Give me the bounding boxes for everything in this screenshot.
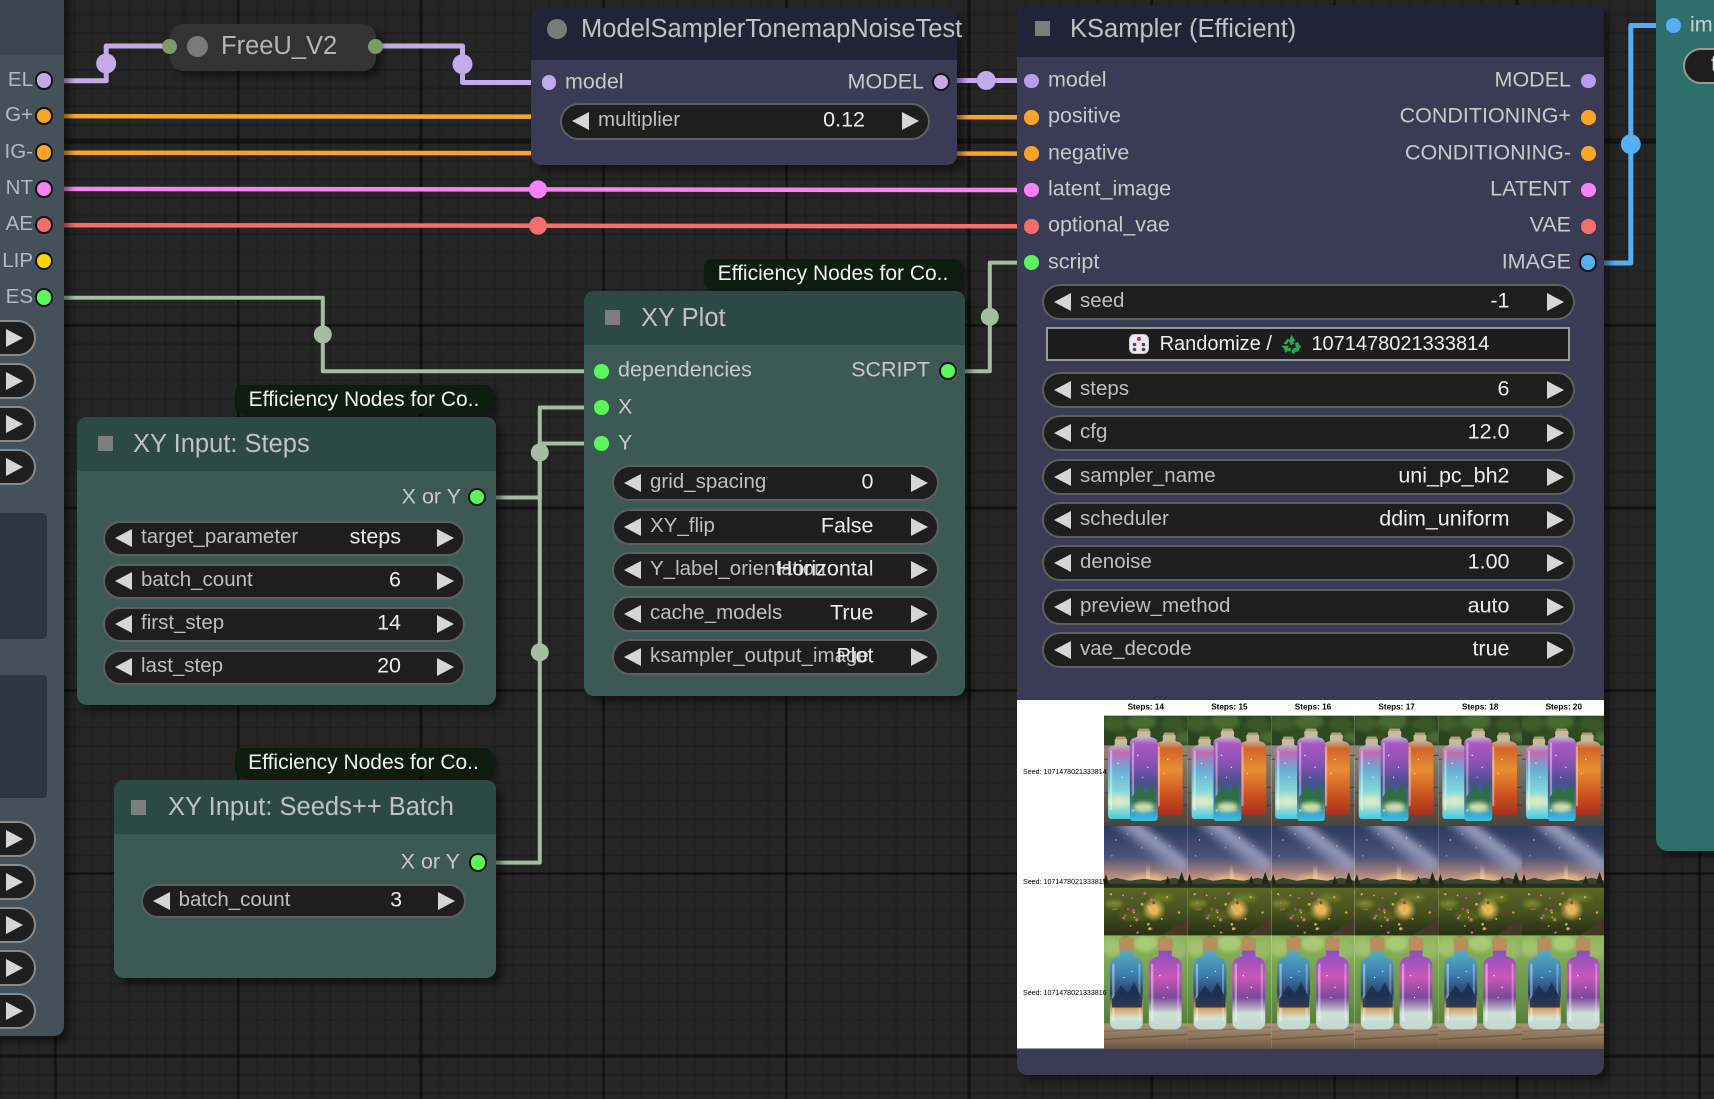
svg-text:Seed: 1071478021333814: Seed: 1071478021333814 — [1023, 768, 1107, 776]
svg-text:Steps: 17: Steps: 17 — [1378, 703, 1415, 712]
svg-text:Seed: 1071478021333816: Seed: 1071478021333816 — [1023, 989, 1107, 997]
svg-text:Steps: 20: Steps: 20 — [1546, 703, 1583, 712]
svg-text:Seed: 1071478021333815: Seed: 1071478021333815 — [1023, 878, 1107, 886]
svg-text:Steps: 16: Steps: 16 — [1295, 703, 1332, 712]
svg-text:Steps: 14: Steps: 14 — [1128, 703, 1165, 712]
svg-text:Steps: 15: Steps: 15 — [1211, 703, 1248, 712]
svg-text:Steps: 18: Steps: 18 — [1462, 703, 1499, 712]
